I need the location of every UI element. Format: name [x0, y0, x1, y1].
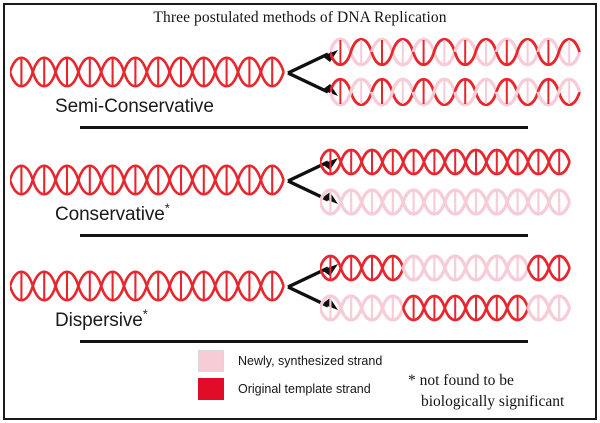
model-conservative: Conservative*: [0, 142, 600, 250]
model-semi-conservative: Semi-Conservative: [0, 34, 600, 142]
model-divider-conservative: [80, 234, 528, 237]
parent-dna-helix-conservative: [10, 164, 285, 196]
legend-item-new-strand: Newly, synthesized strand: [198, 350, 382, 372]
legend-swatch-original-strand: [198, 378, 224, 400]
daughter-dna-helix-dispersive-2: [320, 294, 572, 322]
legend-label-original-strand: Original template strand: [238, 382, 371, 396]
model-divider-dispersive: [80, 340, 528, 343]
model-label-dispersive: Dispersive*: [55, 306, 148, 332]
model-label-text: Semi-Conservative: [55, 96, 214, 117]
daughter-dna-helix-conservative-1: [320, 148, 571, 176]
daughter-dna-helix-semi-conservative-2: [330, 77, 582, 107]
footnote-marker: *: [408, 372, 416, 389]
legend-label-new-strand: Newly, synthesized strand: [238, 354, 383, 368]
model-dispersive: Dispersive*: [0, 248, 600, 356]
model-label-asterisk: *: [164, 200, 170, 216]
daughter-dna-helix-conservative-2: [320, 188, 572, 216]
parent-dna-helix-dispersive: [10, 270, 285, 302]
figure-title: Three postulated methods of DNA Replicat…: [153, 9, 447, 26]
model-label-text: Conservative: [55, 204, 165, 225]
footnote-line-2: biologically significant: [421, 392, 565, 410]
model-divider-semi-conservative: [80, 126, 528, 129]
model-label-text: Dispersive: [55, 310, 143, 331]
model-label-asterisk: *: [142, 306, 148, 322]
legend-swatch-new-strand: [198, 350, 224, 372]
legend-item-original-strand: Original template strand: [198, 378, 371, 400]
model-label-conservative: Conservative*: [55, 200, 170, 226]
footnote: * not found to be biologically significa…: [408, 371, 564, 413]
daughter-dna-helix-dispersive-1: [320, 254, 571, 282]
daughter-dna-helix-semi-conservative-1: [330, 37, 582, 67]
model-label-semi-conservative: Semi-Conservative: [55, 96, 214, 118]
parent-dna-helix-semi-conservative: [10, 56, 285, 88]
footnote-line-1: not found to be: [419, 372, 514, 389]
